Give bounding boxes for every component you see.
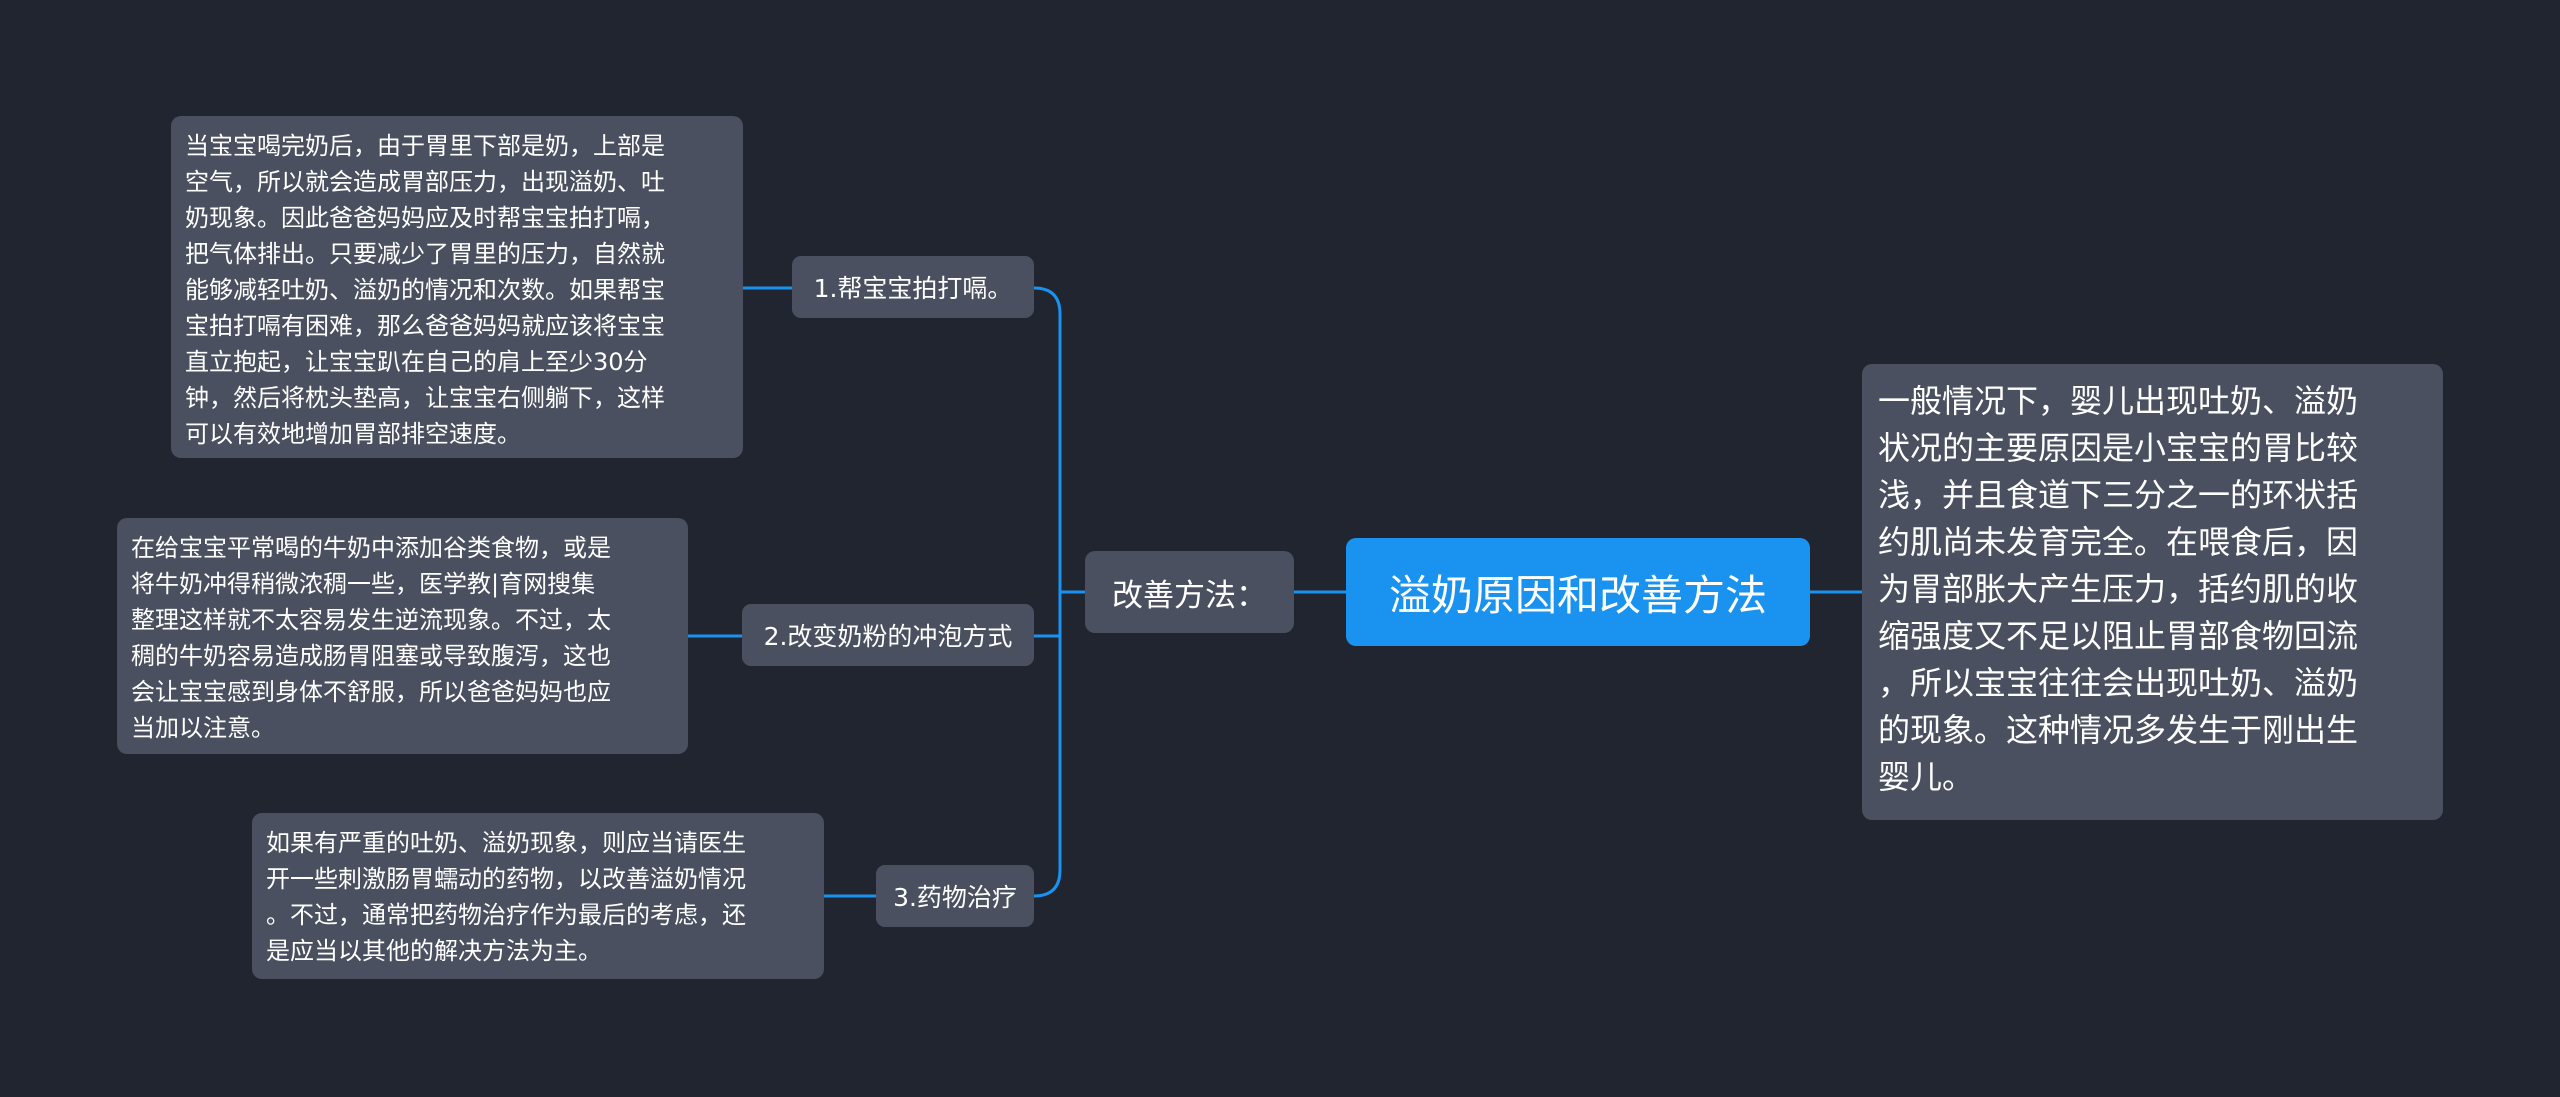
cause-explanation[interactable]: 一般情况下，婴儿出现吐奶、溢奶 状况的主要原因是小宝宝的胃比较 浅，并且食道下三… — [1862, 364, 2443, 820]
method-2-formula-preparation[interactable]: 2.改变奶粉的冲泡方式 — [742, 604, 1034, 666]
connector-spine — [1033, 286, 1062, 898]
method-2-detail[interactable]: 在给宝宝平常喝的牛奶中添加谷类食物，或是 将牛奶冲得稍微浓稠一些，医学教|育网搜… — [117, 518, 688, 754]
method-1-burping[interactable]: 1.帮宝宝拍打嗝。 — [792, 256, 1034, 318]
method-3-medication[interactable]: 3.药物治疗 — [876, 865, 1034, 927]
branch-improvement-methods[interactable]: 改善方法： — [1085, 551, 1294, 633]
central-topic[interactable]: 溢奶原因和改善方法 — [1346, 538, 1810, 646]
method-1-detail[interactable]: 当宝宝喝完奶后，由于胃里下部是奶，上部是 空气，所以就会造成胃部压力，出现溢奶、… — [171, 116, 743, 458]
method-3-detail[interactable]: 如果有严重的吐奶、溢奶现象，则应当请医生 开一些刺激肠胃蠕动的药物，以改善溢奶情… — [252, 813, 824, 979]
